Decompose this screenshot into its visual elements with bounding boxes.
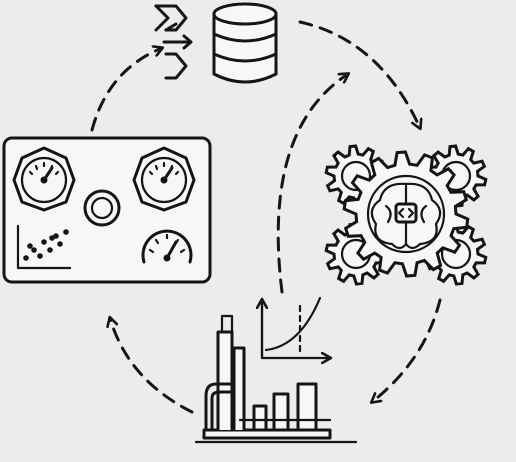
gauge-icon <box>12 146 76 212</box>
database-icon <box>212 2 278 84</box>
gears-brain-icon <box>324 144 488 286</box>
scatter-dot <box>31 247 37 253</box>
scatter-dot <box>23 255 29 261</box>
gauge-icon <box>141 229 193 264</box>
scatter-dot <box>49 235 55 241</box>
scatter-dot <box>27 243 33 249</box>
scatter-dot <box>47 247 53 253</box>
scatter-dot <box>63 229 69 235</box>
dashboard-panel-icon <box>2 136 212 284</box>
knob-icon <box>83 189 121 227</box>
scatter-dot <box>57 241 63 247</box>
flow-arrow-dashboard-to-database <box>90 48 162 132</box>
flow-arrow-factory-to-dashboard <box>110 318 194 414</box>
rising-curve-chart-icon <box>262 296 330 358</box>
flow-arrow-gears-to-factory <box>372 298 442 402</box>
scatter-plot-icon <box>16 224 72 270</box>
scatter-dot <box>41 239 47 245</box>
factory-icon <box>194 314 358 444</box>
gauge-icon <box>132 146 196 212</box>
scatter-dot <box>37 253 43 259</box>
database-group <box>154 2 278 84</box>
brain-icon <box>370 182 442 250</box>
flow-arrow-factory-to-database <box>276 74 348 294</box>
input-arrows-icon <box>154 4 193 80</box>
flow-arrow-database-to-gears <box>298 20 420 128</box>
